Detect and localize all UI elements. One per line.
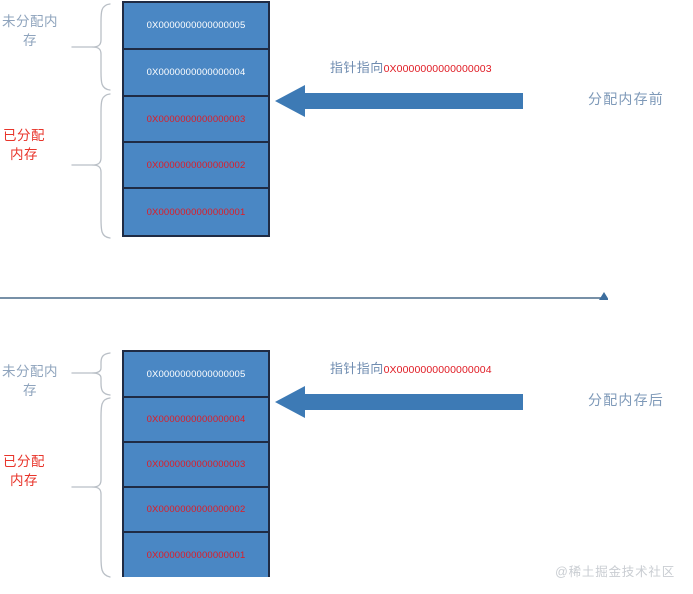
brace-used-after bbox=[68, 396, 114, 580]
memory-block: 0X0000000000000002 bbox=[124, 143, 268, 189]
pointer-address-label: 0X0000000000000003 bbox=[383, 63, 492, 75]
memory-address-label: 0X0000000000000005 bbox=[146, 20, 246, 31]
pointer-arrow-after bbox=[275, 384, 523, 420]
label-free-memory-before: 未分配内存 bbox=[2, 14, 58, 48]
memory-address-label: 0X0000000000000004 bbox=[146, 67, 246, 78]
memory-block: 0X0000000000000003 bbox=[124, 97, 268, 143]
memory-address-label: 0X0000000000000005 bbox=[146, 368, 246, 380]
memory-address-label: 0X0000000000000002 bbox=[146, 504, 246, 515]
stage-caption-before: 分配内存前 bbox=[588, 91, 664, 107]
memory-column-before: 0X0000000000000005 0X0000000000000004 0X… bbox=[122, 1, 270, 237]
memory-address-label: 0X0000000000000001 bbox=[146, 549, 246, 561]
brace-free-before bbox=[68, 2, 114, 92]
section-divider bbox=[0, 290, 608, 302]
pointer-arrow-before bbox=[275, 83, 523, 119]
memory-block: 0X0000000000000005 bbox=[124, 352, 268, 398]
memory-block: 0X0000000000000001 bbox=[124, 189, 268, 235]
stage-caption-after: 分配内存后 bbox=[588, 392, 664, 408]
label-used-memory-after: 已分配内存 bbox=[3, 454, 45, 488]
memory-address-label: 0X0000000000000003 bbox=[146, 113, 246, 125]
memory-block: 0X0000000000000004 bbox=[124, 398, 268, 443]
pointer-caption-after: 指针指向0X0000000000000004 bbox=[330, 361, 492, 378]
memory-address-label: 0X0000000000000004 bbox=[146, 414, 246, 425]
pointer-address-label: 0X0000000000000004 bbox=[383, 364, 492, 376]
memory-address-label: 0X0000000000000002 bbox=[146, 159, 246, 171]
pointer-caption-before: 指针指向0X0000000000000003 bbox=[330, 60, 492, 77]
label-free-memory-after: 未分配内存 bbox=[2, 364, 58, 398]
brace-used-before bbox=[68, 92, 114, 240]
pointer-prefix-label: 指针指向 bbox=[330, 60, 384, 75]
memory-block: 0X0000000000000001 bbox=[124, 533, 268, 577]
memory-block: 0X0000000000000004 bbox=[124, 50, 268, 97]
label-used-memory-before: 已分配内存 bbox=[3, 128, 45, 162]
pointer-prefix-label: 指针指向 bbox=[330, 361, 384, 376]
memory-column-after: 0X0000000000000005 0X0000000000000004 0X… bbox=[122, 350, 270, 577]
memory-block: 0X0000000000000003 bbox=[124, 443, 268, 488]
brace-free-after bbox=[68, 351, 114, 397]
memory-block: 0X0000000000000005 bbox=[124, 3, 268, 50]
memory-block: 0X0000000000000002 bbox=[124, 488, 268, 533]
memory-address-label: 0X0000000000000003 bbox=[146, 459, 246, 470]
memory-address-label: 0X0000000000000001 bbox=[146, 206, 246, 218]
watermark: @稀土掘金技术社区 bbox=[555, 565, 675, 579]
